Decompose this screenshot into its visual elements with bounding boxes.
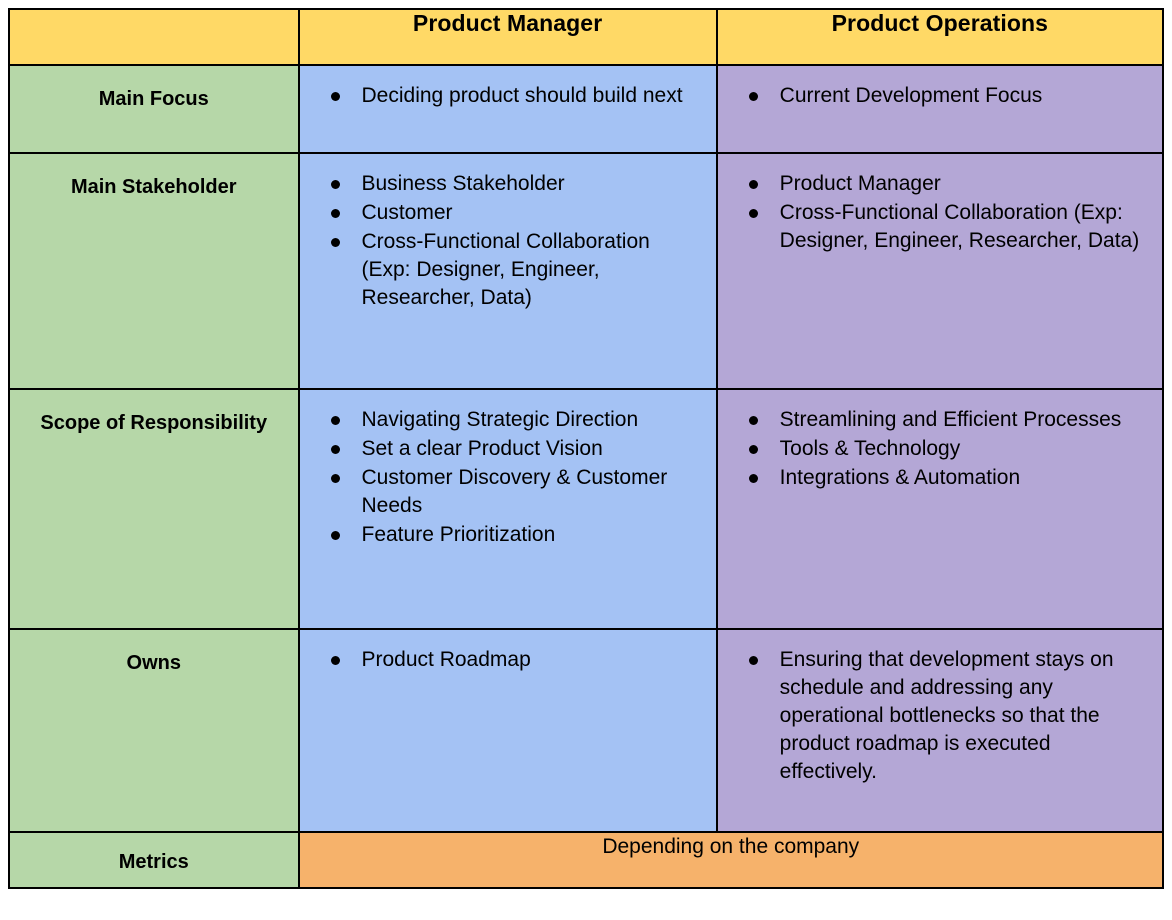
table-row-owns: Owns Product Roadmap Ensuring that — [8, 628, 1165, 833]
bullet-list: Streamlining and Efficient Processes Too… — [718, 390, 1162, 509]
list-item-text: Integrations & Automation — [779, 466, 1021, 489]
list-item: Feature Prioritization — [330, 521, 698, 549]
list-item-text: Cross-Functional Collaboration (Exp: Des… — [361, 230, 650, 309]
table-header-row: Product Manager Product Operations — [8, 8, 1165, 66]
row-label-text: Owns — [126, 652, 181, 674]
list-item: Customer Discovery & Customer Needs — [330, 464, 698, 520]
list-item-text: Deciding product should build next — [361, 84, 683, 107]
bullet-list: Business Stakeholder Customer Cross-Func… — [300, 154, 716, 329]
list-item: Deciding product should build next — [330, 82, 698, 110]
bullet-icon — [330, 474, 340, 483]
row-label-scope-of-responsibility: Scope of Responsibility — [8, 388, 300, 630]
bullet-icon — [748, 656, 758, 665]
bullet-list: Product Manager Cross-Functional Collabo… — [718, 154, 1162, 272]
list-item: Product Manager — [748, 170, 1146, 198]
bullet-icon — [748, 474, 758, 483]
row-label-owns: Owns — [8, 628, 300, 833]
bullet-icon — [330, 238, 340, 247]
list-item: Cross-Functional Collaboration (Exp: Des… — [748, 199, 1146, 255]
table-row-scope-of-responsibility: Scope of Responsibility Navigating Strat… — [8, 388, 1165, 630]
bullet-list: Product Roadmap — [300, 630, 716, 691]
header-corner-cell — [8, 8, 300, 66]
cell-main-focus-product-manager: Deciding product should build next — [297, 64, 718, 154]
bullet-icon — [330, 92, 340, 101]
cell-scope-product-manager: Navigating Strategic Direction Set a cle… — [297, 388, 718, 630]
cell-owns-product-operations: Ensuring that development stays on sched… — [715, 628, 1165, 833]
list-item: Ensuring that development stays on sched… — [748, 646, 1146, 786]
list-item: Current Development Focus — [748, 82, 1146, 110]
bullet-icon — [330, 416, 340, 425]
list-item-text: Ensuring that development stays on sched… — [779, 648, 1114, 783]
list-item: Customer — [330, 199, 698, 227]
row-label-text: Metrics — [118, 851, 189, 873]
bullet-list: Deciding product should build next — [300, 66, 716, 127]
list-item-text: Product Manager — [779, 172, 941, 195]
bullet-icon — [748, 209, 758, 218]
cell-metrics-merged: Depending on the company — [297, 831, 1164, 889]
table-row-metrics: Metrics Depending on the company — [8, 831, 1164, 889]
bullet-icon — [748, 92, 758, 101]
cell-scope-product-operations: Streamlining and Efficient Processes Too… — [715, 388, 1165, 630]
metrics-value-text: Depending on the company — [602, 835, 860, 858]
list-item: Tools & Technology — [748, 435, 1146, 463]
row-label-text: Main Focus — [98, 88, 209, 110]
list-item-text: Business Stakeholder — [361, 172, 565, 195]
bullet-icon — [330, 445, 340, 454]
bullet-icon — [330, 531, 340, 540]
bullet-icon — [748, 180, 758, 189]
bullet-icon — [748, 445, 758, 454]
bullet-list: Ensuring that development stays on sched… — [718, 630, 1162, 803]
bullet-list: Current Development Focus — [718, 66, 1162, 127]
list-item-text: Current Development Focus — [779, 84, 1043, 107]
list-item-text: Streamlining and Efficient Processes — [779, 408, 1122, 431]
column-header-product-manager: Product Manager — [297, 8, 718, 66]
cell-main-focus-product-operations: Current Development Focus — [715, 64, 1165, 154]
bullet-icon — [330, 656, 340, 665]
list-item-text: Tools & Technology — [779, 437, 961, 460]
list-item: Product Roadmap — [330, 646, 698, 674]
list-item: Navigating Strategic Direction — [330, 406, 698, 434]
list-item-text: Set a clear Product Vision — [361, 437, 603, 460]
list-item: Streamlining and Efficient Processes — [748, 406, 1146, 434]
list-item-text: Product Roadmap — [361, 648, 531, 671]
bullet-icon — [748, 416, 758, 425]
row-label-metrics: Metrics — [8, 831, 300, 889]
row-label-main-stakeholder: Main Stakeholder — [8, 152, 300, 390]
cell-main-stakeholder-product-operations: Product Manager Cross-Functional Collabo… — [715, 152, 1165, 390]
row-label-text: Scope of Responsibility — [40, 412, 268, 434]
list-item: Integrations & Automation — [748, 464, 1146, 492]
table-row-main-focus: Main Focus Deciding product should build… — [8, 64, 1165, 154]
bullet-list: Navigating Strategic Direction Set a cle… — [300, 390, 716, 566]
comparison-table-container: Product Manager Product Operations Main … — [8, 8, 1165, 889]
list-item: Business Stakeholder — [330, 170, 698, 198]
list-item: Set a clear Product Vision — [330, 435, 698, 463]
list-item-text: Navigating Strategic Direction — [361, 408, 639, 431]
row-label-text: Main Stakeholder — [70, 176, 237, 198]
column-header-label: Product Operations — [831, 10, 1049, 36]
table-row-main-stakeholder: Main Stakeholder Business Stakeholder Cu… — [8, 152, 1165, 390]
role-comparison-table: Product Manager Product Operations Main … — [8, 8, 1165, 889]
list-item-text: Feature Prioritization — [361, 523, 556, 546]
row-label-main-focus: Main Focus — [8, 64, 300, 154]
bullet-icon — [330, 209, 340, 218]
cell-owns-product-manager: Product Roadmap — [297, 628, 718, 833]
cell-main-stakeholder-product-manager: Business Stakeholder Customer Cross-Func… — [297, 152, 718, 390]
list-item-text: Customer Discovery & Customer Needs — [361, 466, 668, 517]
list-item-text: Cross-Functional Collaboration (Exp: Des… — [779, 201, 1140, 252]
bullet-icon — [330, 180, 340, 189]
list-item-text: Customer — [361, 201, 453, 224]
column-header-product-operations: Product Operations — [715, 8, 1165, 66]
column-header-label: Product Manager — [412, 10, 603, 36]
list-item: Cross-Functional Collaboration (Exp: Des… — [330, 228, 698, 312]
